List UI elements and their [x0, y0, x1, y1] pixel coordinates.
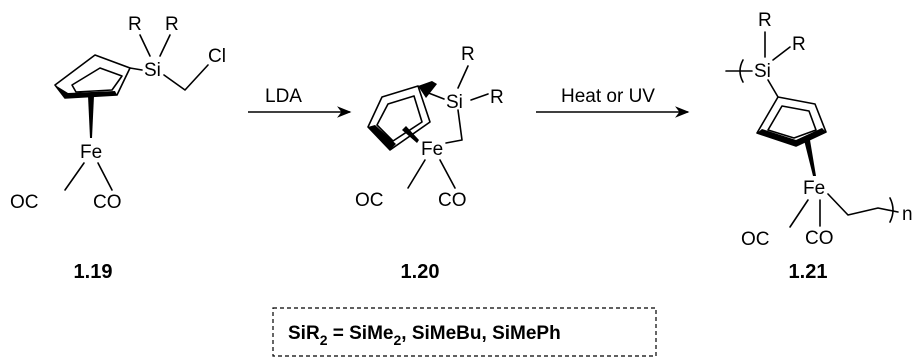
fe-co-bond — [97, 162, 113, 191]
compound-label: 1.20 — [401, 261, 440, 283]
cp-fe-wedge — [804, 140, 816, 176]
reaction-arrow-2: Heat or UV — [536, 86, 690, 118]
r-atom: R — [128, 14, 142, 35]
si-r-bond — [159, 34, 171, 57]
cp-fe-wedge — [88, 96, 94, 138]
r-atom: R — [165, 14, 179, 35]
compound-label: 1.19 — [74, 261, 113, 283]
cp-si-bond — [129, 67, 143, 71]
fe-co-bond — [439, 159, 456, 189]
compound-1-21: Si R R Fe OC CO n — [725, 10, 913, 250]
si-cp-bond — [767, 79, 779, 98]
compound-1-20: Si R R Fe OC CO — [355, 44, 504, 211]
cp-ring-inner — [71, 67, 123, 93]
fe-atom: Fe — [803, 178, 825, 199]
polymer-bracket-left — [739, 59, 744, 83]
reagent-label: LDA — [265, 86, 302, 107]
compound-label: 1.21 — [789, 261, 828, 283]
oc-ligand: OC — [10, 192, 39, 213]
cl-atom: Cl — [208, 46, 226, 67]
cp-fe-wedge — [402, 126, 419, 143]
cp-ring — [54, 54, 131, 99]
compound-1-19: Si R R Cl Fe OC CO — [10, 14, 226, 213]
reagent-label: Heat or UV — [561, 86, 655, 107]
polymer-bracket-right — [889, 197, 894, 223]
si-r-bond — [457, 65, 469, 89]
repeat-subscript: n — [902, 204, 913, 225]
fe-co-bond — [64, 162, 85, 191]
fe-atom: Fe — [421, 139, 443, 160]
substituent-note: SiR2 = SiMe2, SiMeBu, SiMePh — [288, 323, 561, 348]
si-r-bond — [772, 46, 791, 61]
cp-ring-bold — [368, 125, 396, 150]
si-atom: Si — [754, 61, 771, 82]
reaction-arrow-1: LDA — [248, 86, 352, 118]
oc-ligand: OC — [741, 229, 770, 250]
r-atom: R — [792, 34, 806, 55]
co-ligand: CO — [93, 192, 122, 213]
r-atom: R — [461, 44, 475, 65]
co-ligand: CO — [805, 228, 834, 249]
chain-bond — [827, 193, 899, 216]
si-ch2-fe-bond — [445, 109, 463, 144]
cp-ring-bold — [418, 81, 437, 98]
si-r-bond — [470, 93, 489, 101]
fe-atom: Fe — [80, 142, 102, 163]
r-atom: R — [758, 10, 772, 31]
r-atom: R — [490, 87, 504, 108]
cp-ring-inner — [376, 95, 423, 142]
cp-ring-bold — [55, 85, 117, 98]
si-ch2-cl-bond — [163, 64, 209, 91]
fe-co-bond — [407, 159, 426, 189]
co-ligand: CO — [438, 190, 467, 211]
si-atom: Si — [446, 92, 463, 113]
si-r-bond — [139, 34, 151, 57]
cp-si-bond — [425, 91, 445, 100]
cp-ring-inner — [767, 105, 817, 139]
note-box — [272, 307, 657, 357]
si-atom: Si — [144, 60, 161, 81]
fe-co-bond — [789, 199, 809, 228]
oc-ligand: OC — [355, 190, 384, 211]
cp-ring-bold — [757, 128, 826, 146]
